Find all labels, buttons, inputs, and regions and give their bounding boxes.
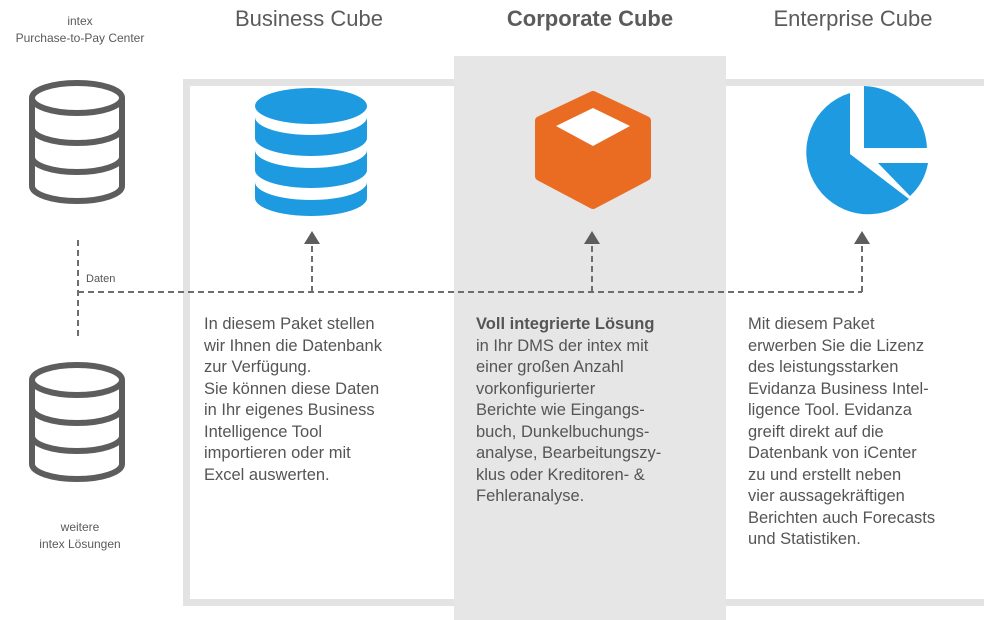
corporate-cube-title: Corporate Cube xyxy=(506,6,674,31)
data-connector-label: Daten xyxy=(86,273,116,285)
description-line: Intelligence Tool xyxy=(204,422,323,441)
other-solutions-label-line2: intex Lösungen xyxy=(39,537,121,551)
description-line: klus oder Kreditoren- & xyxy=(476,465,645,484)
arrow-up-icon xyxy=(304,231,320,292)
description-line: in Ihr eigenes Business xyxy=(204,401,375,419)
description-line: Excel auswerten. xyxy=(204,465,330,484)
corporate-cube-description: Voll integrierte Lösung in Ihr DMS der i… xyxy=(476,314,716,508)
other-solutions-label-line1: weitere xyxy=(60,520,100,534)
description-line: vorkonfigurierter xyxy=(476,379,596,398)
enterprise-cube-description: Mit diesem Paket erwerben Sie die Lizenz… xyxy=(748,314,984,551)
arrow-up-icon xyxy=(854,231,870,292)
description-line: wir Ihnen die Datenbank xyxy=(204,336,382,355)
description-line: Berichten auch Forecasts xyxy=(748,508,936,527)
description-line: In diesem Paket stellen xyxy=(204,315,375,333)
enterprise-cube-title: Enterprise Cube xyxy=(773,6,933,31)
source-label-line1: intex xyxy=(67,14,93,28)
database-outline-icon xyxy=(29,80,125,204)
description-line: Berichte wie Eingangs- xyxy=(476,401,645,419)
description-line: des leistungsstarken xyxy=(748,358,899,376)
description-line: zur Verfügung. xyxy=(204,358,312,376)
description-line: buch, Dunkelbuchungs- xyxy=(476,422,650,441)
description-line: Sie können diese Daten xyxy=(204,379,380,398)
pie-chart-icon xyxy=(806,86,928,215)
description-line: Fehleranalyse. xyxy=(476,487,585,505)
source-label-line2: Purchase-to-Pay Center xyxy=(15,31,145,45)
description-line: vier aussagekräftigen xyxy=(748,487,905,505)
description-line: zu und erstellt neben xyxy=(748,465,902,484)
description-line: Evidanza Business Intel- xyxy=(748,379,929,398)
description-line: Datenbank von iCenter xyxy=(748,444,917,462)
cube-icon xyxy=(535,91,651,209)
source-label: intex Purchase-to-Pay Center xyxy=(0,13,160,47)
arrow-up-icon xyxy=(584,231,600,292)
description-line: einer großen Anzahl xyxy=(476,358,624,376)
business-cube-title: Business Cube xyxy=(235,6,383,31)
description-line: ligence Tool. Evidanza xyxy=(748,401,912,419)
description-line: Mit diesem Paket xyxy=(748,315,875,333)
description-heading: Voll integrierte Lösung xyxy=(476,315,655,333)
description-line: und Statistiken. xyxy=(748,530,861,548)
description-line: in Ihr DMS der intex mit xyxy=(476,336,649,355)
description-line: analyse, Bearbeitungszy- xyxy=(476,444,662,462)
description-line: importieren oder mit xyxy=(204,444,351,462)
business-cube-description: In diesem Paket stellen wir Ihnen die Da… xyxy=(204,314,444,486)
database-icon xyxy=(255,88,367,216)
description-line: erwerben Sie die Lizenz xyxy=(748,336,925,355)
database-outline-icon xyxy=(29,362,125,482)
description-line: greift direkt auf die xyxy=(748,422,884,441)
other-solutions-label: weitere intex Lösungen xyxy=(0,519,160,553)
